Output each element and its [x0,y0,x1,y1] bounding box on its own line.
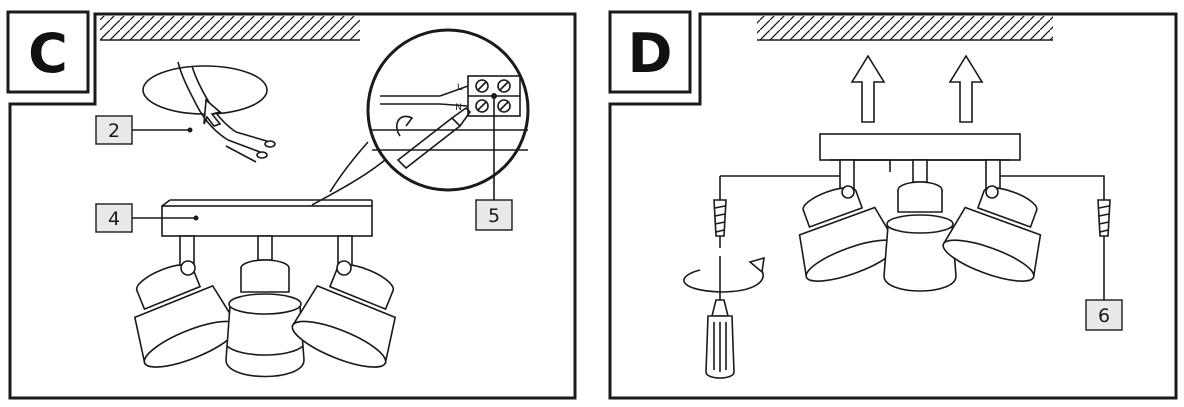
panel-c: C 2 L N [6,10,577,400]
terminal-mark-n: N [455,103,462,113]
mains-cable [177,61,229,141]
callout-5: 5 [488,205,500,227]
detail-magnifier [366,28,530,192]
panel-d-letter: D [628,22,673,85]
fixture-bar [161,205,373,237]
callout-4: 4 [108,208,120,230]
screw-left [713,199,727,248]
panel-c-frame [8,12,577,400]
up-arrow-icon-right [948,54,984,123]
ceiling-hatch-c [100,16,360,40]
panel-d: D [608,10,1178,400]
screw-right [1097,199,1111,300]
callout-box-6 [1085,299,1123,331]
panel-c-letter: C [28,22,68,85]
ceiling-hatch-d [757,16,1053,40]
spotlight-middle [225,259,305,378]
spotlight-right [291,263,397,368]
fixture-bar-d [819,133,1021,161]
screw-guide-left [719,175,840,200]
panel-d-frame [608,12,1178,400]
rotation-arrow-icon [683,267,764,293]
panel-c-letter-box [6,10,90,94]
callout-box-5 [475,199,513,231]
terminal-wires [380,85,469,107]
terminal-mark-l: L [457,83,462,93]
cable-wire-ends [225,131,271,163]
callout-6: 6 [1098,305,1110,327]
callout-2: 2 [108,120,120,142]
screwdriver-icon [705,256,735,379]
spotlight-left [133,263,239,368]
down-arrow-icon [203,98,222,127]
panel-d-letter-box [608,10,692,94]
screw-guide-right [1000,175,1105,200]
spotlight-middle-d [883,181,957,292]
callout-box-2 [95,115,133,145]
up-arrow-icon-left [850,54,886,123]
